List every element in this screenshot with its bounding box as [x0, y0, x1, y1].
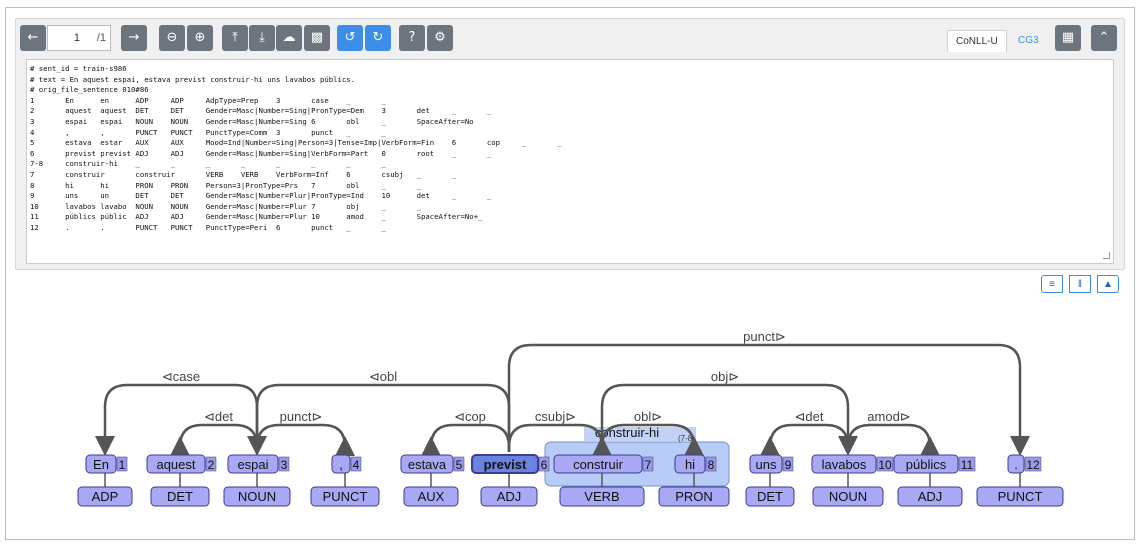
trash-icon[interactable]: ▩ — [304, 25, 330, 51]
editor-panel: ← 1 /1 → ⊖ ⊕ ⤒ ⤓ ☁ ▩ ↺ ↻ ? ⚙ CoNLL-U CG3… — [15, 18, 1125, 270]
collapse-icon[interactable]: ⌃ — [1091, 25, 1117, 51]
cloud-upload-icon[interactable]: ☁ — [276, 25, 302, 51]
tab-cg3[interactable]: CG3 — [1018, 35, 1039, 46]
upload-icon[interactable]: ⤒ — [222, 25, 248, 51]
resize-grip-icon[interactable] — [1103, 252, 1110, 259]
page-input[interactable]: 1 /1 — [47, 25, 111, 51]
redo-icon[interactable]: ↻ — [365, 25, 391, 51]
tree-icon[interactable]: ▲ — [1097, 275, 1119, 293]
gear-icon[interactable]: ⚙ — [427, 25, 453, 51]
conllu-textarea[interactable]: # sent_id = train-s986 # text = En aques… — [26, 59, 1114, 264]
minus-circle-icon[interactable]: ⊖ — [159, 25, 185, 51]
align-right-icon[interactable]: ≡ — [1041, 275, 1063, 293]
question-icon[interactable]: ? — [399, 25, 425, 51]
page-current[interactable]: 1 — [73, 32, 80, 44]
table-icon[interactable]: ▦ — [1055, 25, 1081, 51]
arrow-left-icon[interactable]: ← — [20, 25, 46, 51]
tab-conllu[interactable]: CoNLL-U — [947, 30, 1007, 52]
arrow-right-icon[interactable]: → — [121, 25, 147, 51]
columns-icon[interactable]: ‖ — [1069, 275, 1091, 293]
download-icon[interactable]: ⤓ — [249, 25, 275, 51]
undo-icon[interactable]: ↺ — [337, 25, 363, 51]
plus-circle-icon[interactable]: ⊕ — [187, 25, 213, 51]
page-total: /1 — [96, 32, 106, 44]
